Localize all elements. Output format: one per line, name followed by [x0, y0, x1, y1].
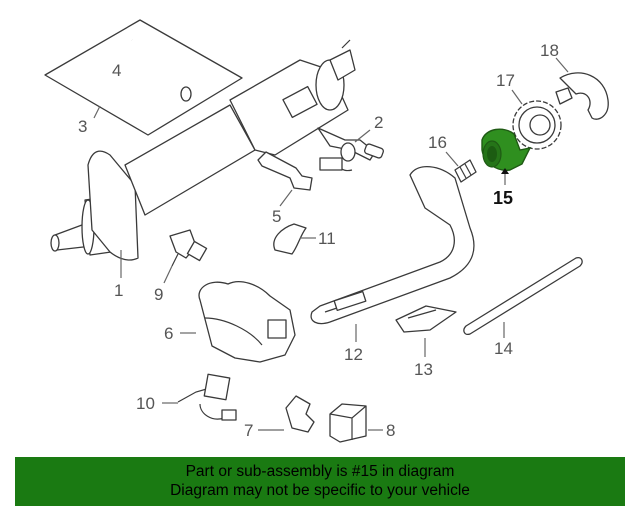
callout-7: 7	[244, 421, 253, 440]
callout-5: 5	[272, 207, 281, 226]
info-banner: Part or sub-assembly is #15 in diagram D…	[15, 457, 625, 506]
callout-6: 6	[164, 324, 173, 343]
part-16-spring[interactable]	[454, 159, 477, 183]
callout-12: 12	[344, 345, 363, 364]
part-5-bracket[interactable]	[257, 151, 313, 191]
callout-1: 1	[114, 281, 123, 300]
part-1-steering-column[interactable]	[50, 39, 356, 261]
part-8-block[interactable]	[329, 403, 367, 443]
callout-10: 10	[136, 394, 155, 413]
callout-3: 3	[78, 117, 87, 136]
callout-17: 17	[496, 71, 515, 90]
callout-18: 18	[540, 41, 559, 60]
part-11-plate[interactable]	[273, 223, 307, 255]
callout-14: 14	[494, 339, 513, 358]
part-18-ring[interactable]	[555, 72, 609, 120]
part-4-hose[interactable]	[129, 30, 192, 102]
banner-line-2: Diagram may not be specific to your vehi…	[170, 482, 470, 499]
part-10-connector[interactable]	[177, 373, 237, 421]
callout-8: 8	[386, 421, 395, 440]
part-15-highlighted[interactable]	[481, 128, 532, 171]
callout-11: 11	[318, 229, 336, 248]
parts-diagram: 1 2 3 4 5 6 7 8 9 10 11 12 13 14 15 16 1…	[44, 19, 609, 443]
part-17-gear[interactable]	[512, 100, 562, 150]
part-14-rod[interactable]	[463, 256, 583, 336]
part-9-sensor[interactable]	[169, 229, 208, 267]
part-6-shroud[interactable]	[198, 281, 296, 363]
part-13-pad[interactable]	[395, 305, 457, 333]
callout-15: 15	[493, 188, 513, 208]
callout-4: 4	[112, 61, 121, 80]
banner-line-1: Part or sub-assembly is #15 in diagram	[185, 463, 455, 480]
part-12-lever[interactable]	[310, 166, 475, 325]
callout-2: 2	[374, 113, 383, 132]
part-7-clip[interactable]	[285, 395, 315, 433]
part-2-switch[interactable]	[317, 127, 384, 172]
callout-16: 16	[428, 133, 447, 152]
part-3-panel[interactable]	[44, 19, 243, 136]
callout-9: 9	[154, 285, 163, 304]
callout-13: 13	[414, 360, 433, 379]
callout-labels: 1 2 3 4 5 6 7 8 9 10 11 12 13 14 15 16 1…	[78, 41, 559, 440]
leader-lines	[93, 57, 569, 431]
